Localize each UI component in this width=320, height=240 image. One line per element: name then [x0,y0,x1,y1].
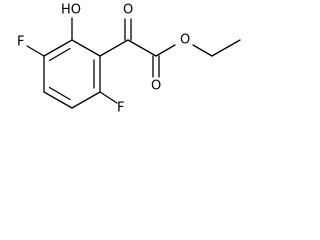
bond-ring-top-left [71,39,101,57]
ester-oxygen-label: O [180,33,190,48]
ester-carbonyl-oxygen-label: O [151,79,161,94]
benzene-ring [43,39,101,109]
bond-ring-inner-double-3 [48,86,71,101]
bond-ch2-to-ch3 [211,39,241,57]
bond-ring-to-ketone-carbon [99,39,129,57]
fluorine-upper-label: F [17,35,24,50]
bond-to-fluorine-lower [99,91,118,104]
bond-ester-oxygen-to-ch2 [192,44,213,57]
bond-ring-bottom-left [43,91,73,109]
bond-ketone-to-ester-carbon [127,39,157,57]
chemical-structure: HO F F O O O [17,3,241,116]
hydroxyl-label: HO [61,3,81,18]
bond-ring-right-lower [71,91,101,109]
bond-ring-top-right [43,39,73,57]
bond-to-fluorine-upper [26,45,45,57]
bond-ester-carbon-to-oxygen [155,44,176,57]
fluorine-lower-label: F [117,101,124,116]
bond-ring-inner-double-1 [48,47,71,62]
ketone-oxygen-label: O [123,3,133,18]
